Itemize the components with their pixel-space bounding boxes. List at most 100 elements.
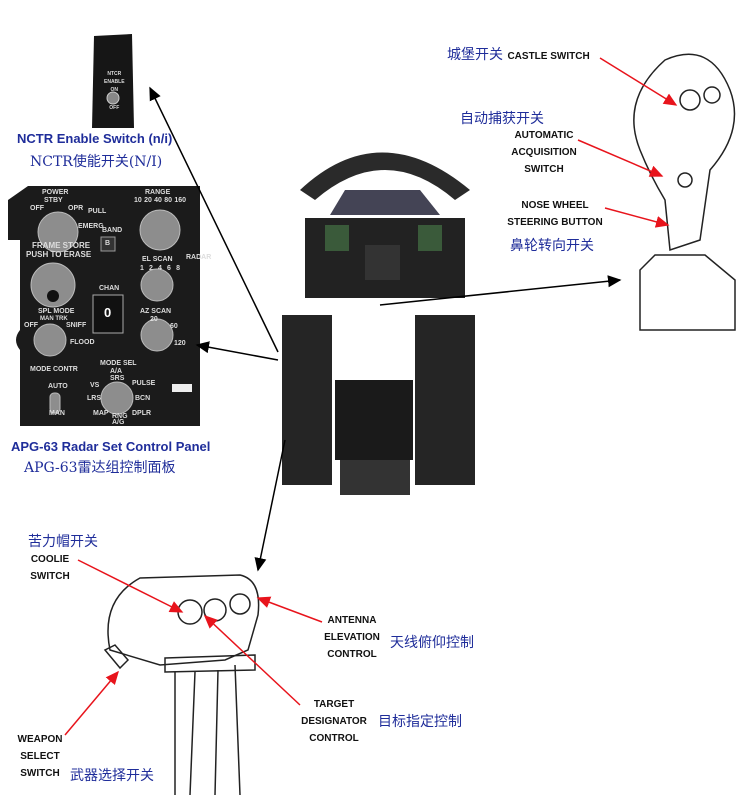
arrow-auto-acq (577, 139, 664, 177)
target-en: TARGET DESIGNATOR CONTROL (298, 696, 370, 747)
arrow-nose-wheel (604, 207, 670, 228)
weapon-line: SELECT (20, 751, 60, 762)
band-label: BAND (102, 227, 123, 234)
coolie-en: COOLIE SWITCH (28, 551, 72, 585)
control-stick-drawing (633, 53, 736, 331)
spl-off-label: OFF (24, 322, 38, 329)
castle-cn: 城堡开关 (447, 47, 503, 63)
mode-contr-label: MODE CONTR (30, 366, 78, 373)
nose-wheel-line: NOSE WHEEL (521, 200, 589, 211)
chan-window (92, 294, 124, 334)
cockpit-image (282, 152, 475, 495)
nose-wheel-en: NOSE WHEEL STEERING BUTTON (505, 197, 605, 231)
push-erase-label: PUSH TO ERASE (26, 250, 92, 259)
antenna-en: ANTENNA ELEVATION CONTROL (318, 612, 386, 663)
antenna-line: ELEVATION (324, 632, 380, 643)
mode-sel-knob (100, 381, 134, 415)
el-scan-knob (140, 268, 174, 302)
az-tick: 20 (150, 316, 158, 323)
nose-wheel-line: STEERING BUTTON (507, 217, 603, 228)
antenna-line: CONTROL (327, 649, 377, 660)
mode-contr-toggle (49, 392, 61, 414)
az-tick: 60 (170, 323, 178, 330)
az-tick: 120 (174, 340, 186, 347)
range-tick: 160 (174, 197, 186, 204)
radar-caption-en: APG-63 Radar Set Control Panel (11, 439, 211, 454)
dplr-label: DPLR (132, 410, 152, 417)
auto-acq-en: AUTOMATIC ACQUISITION SWITCH (508, 127, 580, 178)
auto-acq-cn: 自动捕获开关 (460, 111, 544, 127)
lrs-label: LRS (87, 395, 101, 402)
castle-label: 城堡开关 CASTLE SWITCH (447, 44, 590, 65)
man-label: MAN (49, 410, 65, 417)
auto-acq-line: SWITCH (524, 164, 564, 175)
range-tick: 80 (164, 197, 173, 204)
emerg-label: EMERG (78, 223, 104, 230)
flood-label: FLOOD (70, 339, 95, 346)
enable-label: ENABLE (104, 79, 125, 85)
auto-acq-line: AUTOMATIC (514, 130, 574, 141)
range-tick: 40 (154, 197, 162, 204)
power-knob (37, 211, 79, 253)
weapon-line: WEAPON (17, 734, 63, 745)
chan-value[interactable]: 0 (104, 305, 112, 320)
band-button (100, 236, 116, 252)
antenna-cn: 天线俯仰控制 (390, 635, 474, 651)
chan-label: CHAN (99, 285, 120, 292)
pulse-label: PULSE (132, 380, 156, 387)
sniff-label: SNIFF (66, 322, 87, 329)
srs-label: SRS (110, 375, 125, 382)
map-label: MAP (93, 410, 109, 417)
castle-en: CASTLE SWITCH (507, 51, 590, 62)
nctr-panel-labels: NTCR ENABLE ON OFF (104, 70, 125, 112)
arrow-to-throttle (254, 439, 286, 572)
nctr-toggle (106, 91, 120, 105)
auto-acq-line: ACQUISITION (511, 147, 577, 158)
el-tick: 1 (140, 265, 144, 272)
arrow-to-stick (379, 275, 622, 306)
mode-sel-label: MODE SEL (100, 360, 137, 367)
weapon-cn: 武器选择开关 (70, 768, 154, 784)
range-tick: 20 (144, 197, 152, 204)
throttle-drawing (103, 574, 260, 795)
spl-mode-label: SPL MODE (38, 308, 75, 315)
target-line: DESIGNATOR (301, 716, 367, 727)
arrow-weapon (64, 670, 119, 736)
target-line: CONTROL (309, 733, 359, 744)
range-tick: 10 (134, 197, 142, 204)
weapon-line: SWITCH (20, 768, 60, 779)
radar-caption-cn: APG-63雷达组控制面板 (24, 460, 176, 476)
coolie-line: COOLIE (30, 554, 70, 565)
frame-store-label: FRAME STORE (32, 241, 91, 250)
az-scan-knob (140, 318, 174, 352)
range-label: RANGE (145, 189, 171, 196)
coolie-line: SWITCH (30, 571, 70, 582)
band-value[interactable]: B (105, 240, 111, 247)
pull-label: PULL (88, 208, 107, 215)
spl-mode-knob (33, 323, 67, 357)
antenna-line: ANTENNA (327, 615, 377, 626)
el-tick: 4 (158, 265, 162, 272)
nctr-label: NTCR (107, 71, 122, 77)
radar-side-label: RADAR (186, 252, 211, 264)
nctr-caption-cn: NCTR使能开关(N/I) (30, 154, 163, 170)
target-cn: 目标指定控制 (378, 714, 462, 730)
arrow-antenna (256, 596, 323, 623)
range-knob (139, 209, 181, 251)
nose-wheel-cn: 鼻轮转向开关 (510, 238, 594, 254)
off-label: OFF (30, 205, 44, 212)
man-trk-label: MAN TRK (40, 316, 68, 322)
on-label: ON (110, 87, 119, 93)
coolie-cn: 苦力帽开关 (28, 534, 98, 550)
opr-label: OPR (68, 205, 84, 212)
auto-label: AUTO (48, 383, 68, 390)
rng-label: RNG (112, 413, 128, 420)
stby-label: STBY (44, 197, 63, 204)
frame-store-knob (30, 262, 76, 308)
target-line: TARGET (313, 699, 355, 710)
bcn-label: BCN (135, 395, 151, 402)
